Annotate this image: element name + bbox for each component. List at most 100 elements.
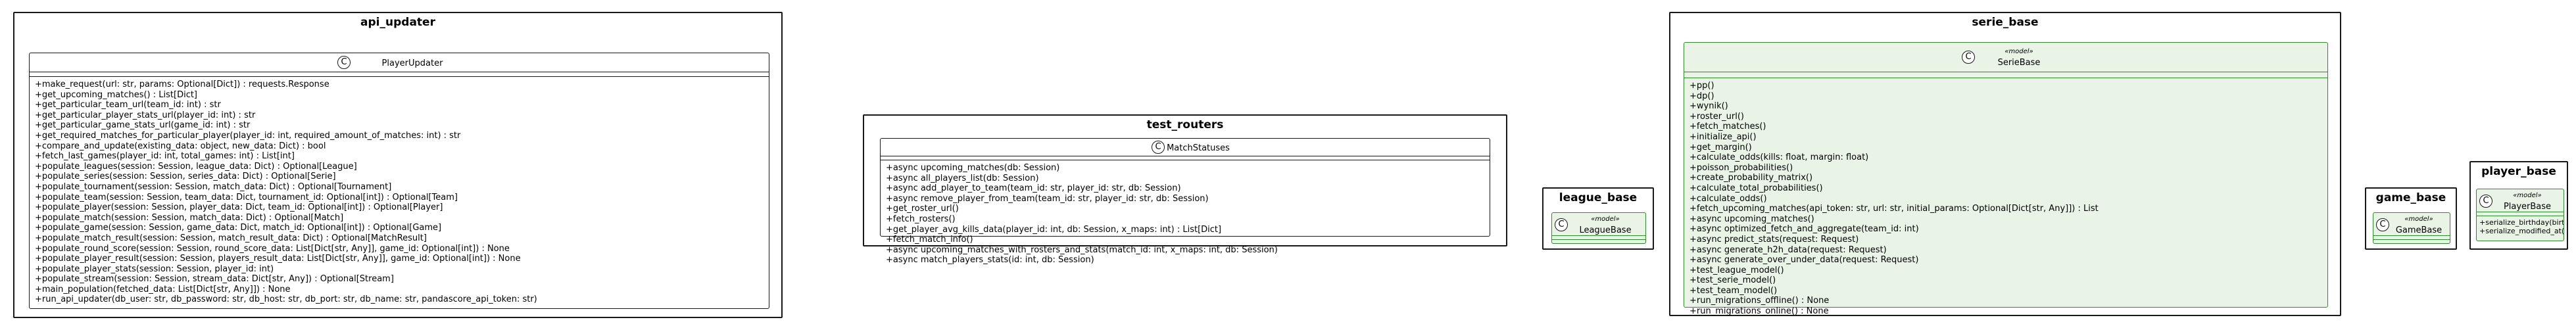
method: +wynik() [1689, 101, 1728, 112]
method: +get_upcoming_matches() : List[Dict] [35, 89, 198, 100]
class-icon: C [1555, 218, 1568, 231]
method: +populate_leagues(session: Session, leag… [35, 161, 357, 172]
method: +populate_game(session: Session, game_da… [35, 223, 442, 233]
class-match-statuses: C MatchStatuses +async upcoming_matches(… [880, 138, 1490, 265]
method: +make_request(url: str, params: Optional… [35, 80, 329, 89]
package-player-base: player_base C «model» PlayerBase +serial… [2469, 161, 2568, 250]
method: +test_serie_model() [1689, 275, 1776, 286]
method: +fetch_upcoming_matches(api_token: str, … [1689, 204, 2099, 214]
method-list: +async upcoming_matches(db: Session) +as… [881, 160, 1490, 269]
class-icon: C [337, 56, 351, 69]
method: +async upcoming_matches() [1689, 214, 1814, 224]
method: +populate_player_stats(session: Session,… [35, 264, 274, 274]
method: +test_team_model() [1689, 285, 1778, 296]
method: +roster_url() [1689, 111, 1744, 122]
method: +calculate_total_probabilities() [1689, 183, 1823, 193]
method: +populate_series(session: Session, serie… [35, 172, 336, 182]
method: +async all_players_list(db: Session) [886, 173, 1039, 183]
method: +async upcoming_matches(db: Session) [886, 163, 1060, 173]
method: +fetch_matches() [1689, 122, 1766, 132]
method-list: +serialize_birthday(birthday: Optional[d… [2477, 216, 2564, 237]
method: +async match_players_stats(id: int, db: … [886, 255, 1094, 266]
class-name: LeagueBase [1579, 225, 1632, 235]
package-title: league_base [1559, 191, 1638, 204]
class-game-base: C «model» GameBase [2373, 212, 2450, 244]
attributes-separator [1552, 235, 1645, 236]
methods-separator [30, 76, 769, 77]
method: +test_league_model() [1689, 265, 1784, 275]
method: +main_population(fetched_data: List[Dict… [35, 284, 291, 294]
method: +get_particular_team_url(team_id: int) :… [35, 100, 221, 110]
method: +async optimized_fetch_and_aggregate(tea… [1689, 224, 1919, 235]
method: +create_probability_matrix() [1689, 173, 1813, 183]
package-game-base: game_base C «model» GameBase [2365, 187, 2457, 250]
method: +get_roster_url() [886, 204, 959, 214]
class-league-base: C «model» LeagueBase [1551, 212, 1646, 244]
class-name: SerieBase [1997, 58, 2041, 68]
method: +run_migrations_offline() : None [1689, 296, 1830, 306]
method: +fetch_last_games(player_id: int, total_… [35, 151, 295, 162]
method: +populate_round_score(session: Session, … [35, 243, 510, 254]
class-icon: C [1152, 141, 1165, 154]
method: +populate_match_result(session: Session,… [35, 233, 427, 243]
class-header: C «model» LeagueBase [1552, 213, 1645, 235]
class-header: C MatchStatuses [881, 139, 1490, 156]
package-title: game_base [2375, 191, 2446, 204]
method: +serialize_birthday(birthday: Optional[d… [2479, 218, 2564, 227]
method: +populate_team(session: Session, team_da… [35, 192, 458, 202]
methods-separator [1552, 239, 1645, 240]
method: +calculate_odds(kills: float, margin: fl… [1689, 152, 1869, 163]
method: +async upcoming_matches_with_rosters_and… [886, 244, 1278, 255]
method: +get_margin() [1689, 142, 1752, 152]
package-api-updater: api_updater C PlayerUpdater +make_reques… [13, 12, 783, 318]
package-serie-base: serie_base C «model» SerieBase +pp() +dp… [1669, 12, 2341, 316]
method: +run_api_updater(db_user: str, db_passwo… [35, 294, 537, 305]
method: +populate_tournament(session: Session, m… [35, 181, 392, 192]
class-serie-base: C «model» SerieBase +pp() +dp() +wynik()… [1684, 42, 2328, 316]
class-header: C «model» GameBase [2373, 213, 2450, 235]
methods-separator [2373, 239, 2450, 240]
method: +async generate_h2h_data(request: Reques… [1689, 244, 1887, 255]
class-header: C «model» PlayerBase [2477, 189, 2564, 212]
stereotype: «model» [2513, 192, 2542, 199]
class-header: C PlayerUpdater [30, 53, 769, 72]
method-list: +pp() +dp() +wynik() +roster_url() +fetc… [1684, 78, 2327, 321]
package-league-base: league_base C «model» LeagueBase [1542, 187, 1654, 250]
package-test-routers: test_routers C MatchStatuses +async upco… [863, 114, 1507, 265]
class-name: PlayerUpdater [381, 58, 443, 68]
method: +dp() [1689, 91, 1714, 101]
method: +get_player_avg_kills_data(player_id: in… [886, 224, 1222, 235]
method: +async remove_player_from_team(team_id: … [886, 193, 1209, 204]
package-title: player_base [2481, 165, 2556, 178]
class-name: MatchStatuses [1167, 143, 1230, 153]
stereotype: «model» [1591, 216, 1620, 223]
method: +populate_stream(session: Session, strea… [35, 274, 394, 285]
method: +fetch_match_info() [886, 235, 973, 245]
stereotype: «model» [2005, 48, 2033, 55]
method: +get_particular_game_stats_url(game_id: … [35, 120, 251, 131]
method: +serialize_modified_at(modified_at: Opti… [2479, 227, 2564, 235]
attributes-separator [2373, 235, 2450, 236]
class-player-base: C «model» PlayerBase +serialize_birthday… [2476, 189, 2564, 241]
stereotype: «model» [2404, 216, 2433, 223]
method: +calculate_odds() [1689, 193, 1767, 204]
class-player-updater: C PlayerUpdater +make_request(url: str, … [29, 53, 769, 309]
method: +pp() [1689, 81, 1714, 91]
method: +initialize_api() [1689, 131, 1757, 142]
method: +run_migrations_online() : None [1689, 306, 1829, 317]
method: +fetch_rosters() [886, 214, 956, 224]
class-name: PlayerBase [2503, 202, 2552, 212]
method-list: +make_request(url: str, params: Optional… [30, 77, 769, 309]
class-name: GameBase [2395, 225, 2442, 235]
method: +poisson_probabilities() [1689, 162, 1793, 173]
method: +async add_player_to_team(team_id: str, … [886, 183, 1181, 194]
package-title: api_updater [360, 16, 435, 29]
method: +populate_match(session: Session, match_… [35, 212, 344, 223]
package-title: serie_base [1972, 16, 2039, 29]
package-title: test_routers [1146, 118, 1224, 131]
method: +async predict_stats(request: Request) [1689, 234, 1859, 244]
method: +async generate_over_under_data(request:… [1689, 255, 1919, 266]
method: +compare_and_update(existing_data: objec… [35, 141, 326, 151]
class-icon: C [1962, 51, 1975, 64]
method: +populate_player(session: Session, playe… [35, 202, 443, 213]
